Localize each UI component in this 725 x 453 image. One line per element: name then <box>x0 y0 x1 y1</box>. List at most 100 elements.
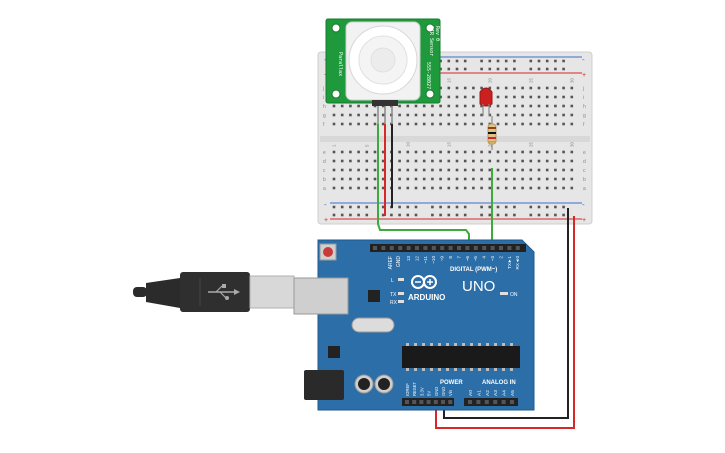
breadboard-rail-hole[interactable] <box>398 205 401 209</box>
header-pin[interactable] <box>448 246 453 250</box>
breadboard-rail-hole[interactable] <box>537 205 541 209</box>
breadboard-rail-hole[interactable] <box>447 205 451 209</box>
breadboard-hole[interactable] <box>455 86 459 90</box>
breadboard-hole[interactable] <box>513 177 516 181</box>
breadboard-hole[interactable] <box>332 186 336 190</box>
breadboard-hole[interactable] <box>365 113 369 117</box>
breadboard-rail-hole[interactable] <box>439 67 442 71</box>
breadboard-rail-hole[interactable] <box>504 213 508 217</box>
breadboard-hole[interactable] <box>455 122 459 126</box>
breadboard-rail-hole[interactable] <box>447 213 451 217</box>
breadboard-hole[interactable] <box>349 113 352 117</box>
breadboard-hole[interactable] <box>554 186 557 190</box>
pir-sensor[interactable]: PIR Sensor Rev 0 555-28027 Parallax <box>325 18 441 106</box>
breadboard-hole[interactable] <box>537 150 541 154</box>
breadboard-rail-hole[interactable] <box>455 213 459 217</box>
header-pin[interactable] <box>484 400 489 404</box>
breadboard-rail-hole[interactable] <box>414 213 418 217</box>
breadboard-hole[interactable] <box>398 104 401 108</box>
breadboard-hole[interactable] <box>398 159 401 163</box>
breadboard-rail-hole[interactable] <box>406 213 410 217</box>
breadboard-hole[interactable] <box>439 122 442 126</box>
breadboard-hole[interactable] <box>447 168 451 172</box>
breadboard-hole[interactable] <box>529 122 533 126</box>
breadboard-hole[interactable] <box>496 104 500 108</box>
header-pin[interactable] <box>433 400 438 404</box>
header-pin[interactable] <box>431 246 436 250</box>
breadboard-rail-hole[interactable] <box>513 67 516 71</box>
breadboard-hole[interactable] <box>357 168 360 172</box>
breadboard-hole[interactable] <box>431 104 434 108</box>
breadboard-hole[interactable] <box>513 113 516 117</box>
breadboard-hole[interactable] <box>488 113 492 117</box>
breadboard-hole[interactable] <box>406 122 410 126</box>
breadboard-rail-hole[interactable] <box>439 59 442 63</box>
breadboard-rail-hole[interactable] <box>439 213 442 217</box>
breadboard-hole[interactable] <box>545 104 549 108</box>
breadboard-hole[interactable] <box>463 150 467 154</box>
breadboard-hole[interactable] <box>521 95 524 99</box>
breadboard-hole[interactable] <box>431 177 434 181</box>
breadboard-rail-hole[interactable] <box>488 205 492 209</box>
header-pin[interactable] <box>423 246 428 250</box>
breadboard-hole[interactable] <box>455 168 459 172</box>
breadboard-hole[interactable] <box>455 104 459 108</box>
breadboard-hole[interactable] <box>529 95 533 99</box>
breadboard-hole[interactable] <box>554 177 557 181</box>
header-pin[interactable] <box>499 246 503 250</box>
breadboard-hole[interactable] <box>439 95 442 99</box>
breadboard-hole[interactable] <box>480 122 483 126</box>
breadboard-hole[interactable] <box>463 86 467 90</box>
breadboard-rail-hole[interactable] <box>488 213 492 217</box>
breadboard-rail-hole[interactable] <box>529 205 533 209</box>
breadboard-hole[interactable] <box>439 186 442 190</box>
breadboard-hole[interactable] <box>529 159 533 163</box>
breadboard-hole[interactable] <box>504 122 508 126</box>
breadboard-rail-hole[interactable] <box>381 213 385 217</box>
breadboard-rail-hole[interactable] <box>340 205 344 209</box>
breadboard-hole[interactable] <box>504 95 508 99</box>
breadboard-rail-hole[interactable] <box>447 67 451 71</box>
breadboard-hole[interactable] <box>554 104 557 108</box>
breadboard-hole[interactable] <box>439 168 442 172</box>
breadboard-hole[interactable] <box>365 159 369 163</box>
breadboard-hole[interactable] <box>373 113 377 117</box>
resistor[interactable] <box>487 116 497 150</box>
breadboard-hole[interactable] <box>537 186 541 190</box>
breadboard-hole[interactable] <box>406 159 410 163</box>
breadboard-hole[interactable] <box>521 159 524 163</box>
breadboard-hole[interactable] <box>570 177 574 181</box>
breadboard-hole[interactable] <box>332 159 336 163</box>
breadboard-rail-hole[interactable] <box>480 59 483 63</box>
breadboard-hole[interactable] <box>537 122 541 126</box>
breadboard-hole[interactable] <box>414 150 418 154</box>
breadboard-hole[interactable] <box>480 168 483 172</box>
breadboard-hole[interactable] <box>398 113 401 117</box>
breadboard-hole[interactable] <box>332 122 336 126</box>
header-pin[interactable] <box>515 246 520 250</box>
breadboard-hole[interactable] <box>496 122 500 126</box>
breadboard-hole[interactable] <box>472 150 475 154</box>
breadboard-hole[interactable] <box>472 122 475 126</box>
breadboard-hole[interactable] <box>496 150 500 154</box>
breadboard-hole[interactable] <box>504 177 508 181</box>
breadboard-hole[interactable] <box>537 159 541 163</box>
breadboard-hole[interactable] <box>439 177 442 181</box>
breadboard-hole[interactable] <box>431 113 434 117</box>
breadboard-hole[interactable] <box>422 186 426 190</box>
breadboard-hole[interactable] <box>529 113 533 117</box>
breadboard-rail-hole[interactable] <box>463 205 467 209</box>
breadboard-hole[interactable] <box>570 86 574 90</box>
breadboard-hole[interactable] <box>562 95 565 99</box>
breadboard-rail-hole[interactable] <box>488 59 492 63</box>
usb-cable[interactable] <box>133 272 295 312</box>
breadboard-hole[interactable] <box>554 113 557 117</box>
breadboard-hole[interactable] <box>381 177 385 181</box>
breadboard-hole[interactable] <box>422 150 426 154</box>
breadboard-hole[interactable] <box>504 168 508 172</box>
breadboard-rail-hole[interactable] <box>504 205 508 209</box>
breadboard-hole[interactable] <box>422 113 426 117</box>
breadboard-hole[interactable] <box>545 86 549 90</box>
header-pin[interactable] <box>389 246 394 250</box>
breadboard-hole[interactable] <box>472 104 475 108</box>
